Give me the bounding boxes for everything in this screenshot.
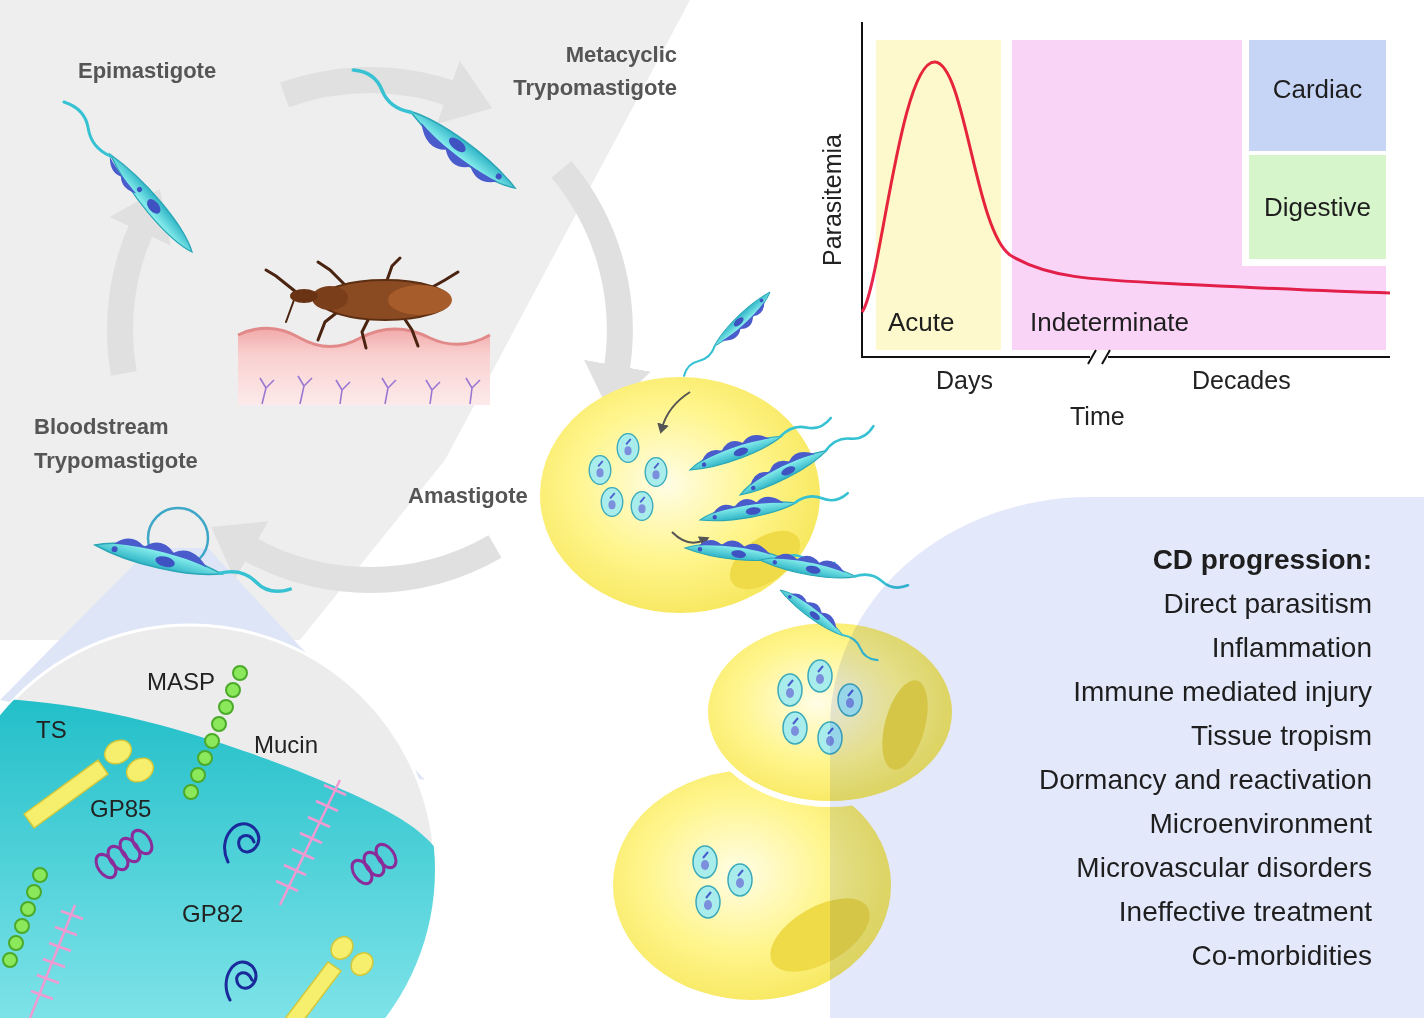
factor-item: Ineffective treatment xyxy=(950,890,1372,934)
acute-phase-band: Acute xyxy=(876,40,1001,350)
outcome-label: Digestive xyxy=(1253,192,1382,223)
stage-name: Amastigote xyxy=(408,483,528,509)
factor-item: Direct parasitism xyxy=(950,582,1372,626)
stage-name: Bloodstream Trypomastigote xyxy=(34,410,249,478)
factor-item: Microvascular disorders xyxy=(950,846,1372,890)
panel-heading: CD progression: xyxy=(950,538,1372,582)
factor-item: Tissue tropism xyxy=(950,714,1372,758)
phase-label: Indeterminate xyxy=(1030,307,1380,338)
factor-item: Immune mediated injury xyxy=(950,670,1372,714)
factor-item: Dormancy and reactivation xyxy=(950,758,1372,802)
molecule-name: GP85 xyxy=(90,795,151,823)
molecule-name: Mucin xyxy=(254,731,318,759)
factor-item: Inflammation xyxy=(950,626,1372,670)
outcome-label: Cardiac xyxy=(1253,74,1382,105)
axis-title: Time xyxy=(1070,402,1125,431)
factor-item: Microenvironment xyxy=(950,802,1372,846)
axis-tick-label: Days xyxy=(936,366,993,395)
stage-name: Metacyclic Trypomastigote xyxy=(462,38,677,104)
molecule-name: GP82 xyxy=(182,900,243,928)
axis-tick-label: Decades xyxy=(1192,366,1291,395)
factor-item: Co-morbidities xyxy=(950,934,1372,978)
phase-label: Acute xyxy=(888,307,995,338)
molecule-name: TS xyxy=(36,716,67,744)
axis-title: Parasitemia xyxy=(818,134,847,266)
digestive-outcome-box: Digestive xyxy=(1242,155,1386,266)
progression-panel: CD progression:Direct parasitismInflamma… xyxy=(830,497,1424,1018)
molecule-name: MASP xyxy=(147,668,215,696)
cardiac-outcome-box: Cardiac xyxy=(1242,40,1386,155)
stage-name: Epimastigote xyxy=(78,58,216,84)
